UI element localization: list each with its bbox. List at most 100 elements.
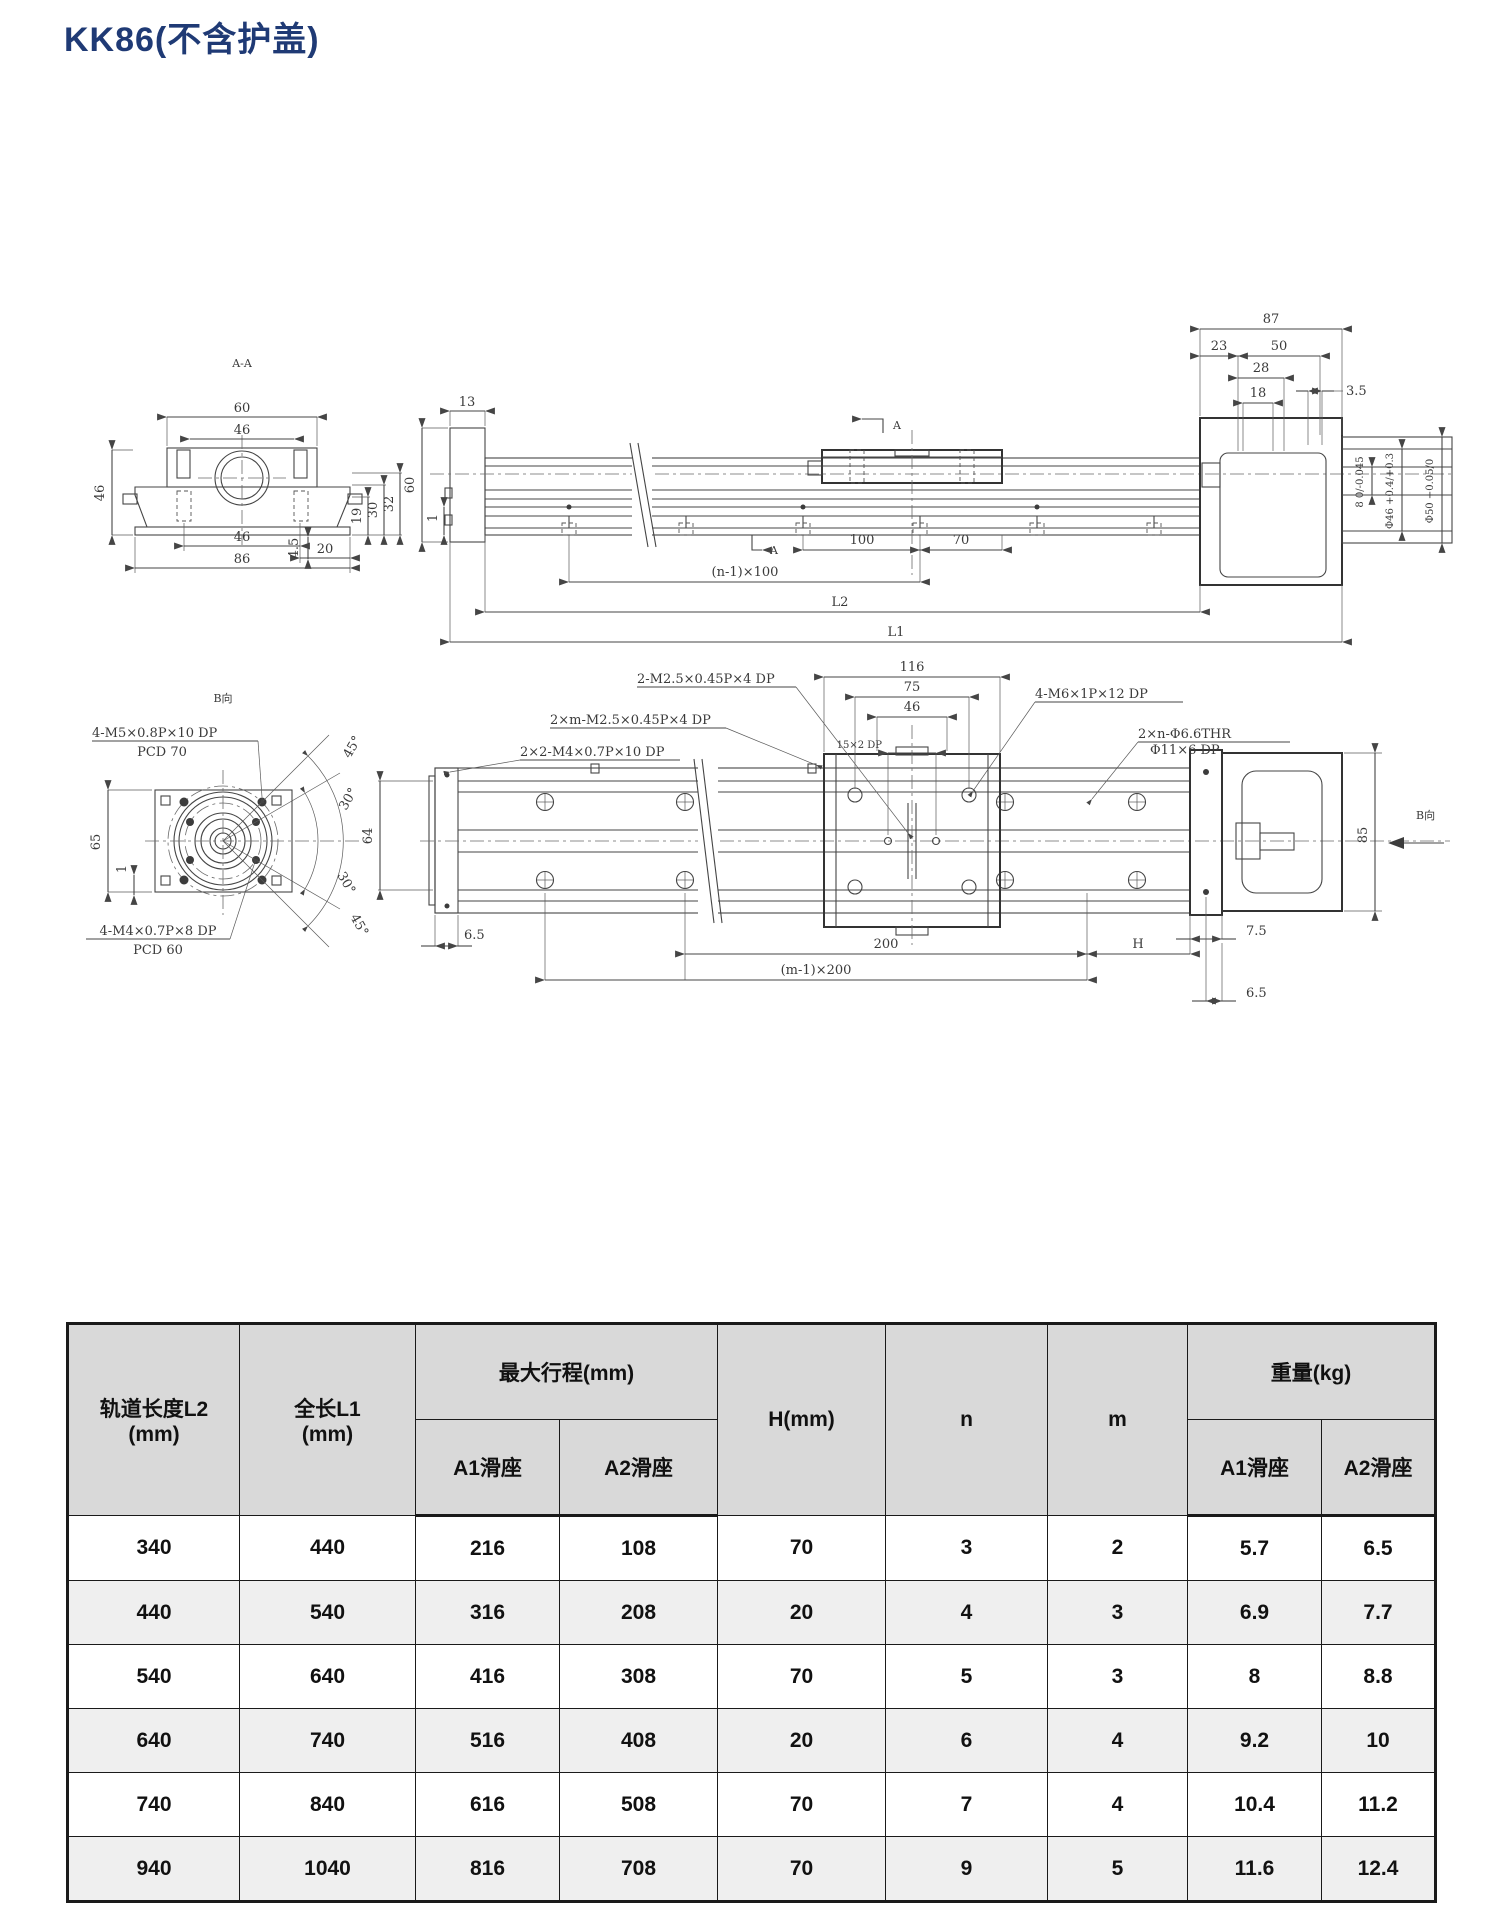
dim-plan-75: 75 bbox=[904, 680, 921, 695]
header-max-stroke-group: 最大行程(mm) bbox=[415, 1323, 718, 1420]
dim-aa-46-rail: 46 bbox=[234, 530, 251, 545]
table-cell: 340 bbox=[67, 1515, 240, 1581]
dim-plan-7-5: 7.5 bbox=[1246, 924, 1267, 939]
table-cell: 740 bbox=[67, 1772, 240, 1837]
table-cell: 6.9 bbox=[1187, 1580, 1322, 1645]
dim-aa-86: 86 bbox=[234, 552, 251, 567]
table-cell: 416 bbox=[415, 1644, 560, 1709]
dim-motor-23: 23 bbox=[1211, 339, 1228, 354]
table-cell: 816 bbox=[415, 1836, 560, 1902]
view-section-aa: A-A 60 46 46 bbox=[93, 357, 404, 573]
label-pcd70: PCD 70 bbox=[137, 745, 187, 760]
dim-plan-h: H bbox=[1132, 937, 1143, 952]
dim-plan-6-5-left: 6.5 bbox=[464, 928, 485, 943]
dim-motor-50: 50 bbox=[1271, 339, 1288, 354]
table-cell: 940 bbox=[67, 1836, 240, 1902]
table-cell: 4 bbox=[885, 1580, 1048, 1645]
table-cell: 308 bbox=[559, 1644, 718, 1709]
dim-aa-32: 32 bbox=[382, 496, 397, 513]
table-cell: 9 bbox=[885, 1836, 1048, 1902]
table-cell: 5 bbox=[885, 1644, 1048, 1709]
table-cell: 4 bbox=[1047, 1708, 1188, 1773]
table-cell: 540 bbox=[239, 1580, 416, 1645]
dim-motor-28: 28 bbox=[1253, 361, 1270, 376]
view-b-arrow-label: B向 bbox=[1416, 808, 1435, 822]
table-cell: 408 bbox=[559, 1708, 718, 1773]
header-rail-length-l2: 轨道长度L2 (mm) bbox=[67, 1323, 240, 1516]
dim-aa-20: 20 bbox=[317, 542, 334, 557]
dim-plan-15x2: 15×2 DP bbox=[837, 740, 883, 751]
dim-side-1: 1 bbox=[426, 514, 441, 522]
header-n: n bbox=[885, 1323, 1048, 1516]
table-cell: 9.2 bbox=[1187, 1708, 1322, 1773]
dim-motor-87: 87 bbox=[1263, 312, 1280, 327]
dim-aa-46-height: 46 bbox=[93, 485, 108, 502]
table-cell: 708 bbox=[559, 1836, 718, 1902]
dim-angle-45-top: 45° bbox=[340, 734, 365, 761]
view-b-label: B向 bbox=[213, 691, 232, 705]
dim-flange-65: 65 bbox=[89, 834, 104, 851]
table-cell: 70 bbox=[717, 1836, 886, 1902]
label-tap-2m25: 2-M2.5×0.45P×4 DP bbox=[637, 672, 775, 687]
dim-plan-116: 116 bbox=[900, 660, 925, 675]
dim-aa-60: 60 bbox=[234, 401, 251, 416]
section-mark-a-bottom: A bbox=[769, 544, 779, 557]
label-tap-m4: 4-M4×0.7P×8 DP bbox=[99, 924, 216, 939]
dim-aa-46-bolts: 46 bbox=[234, 423, 251, 438]
dim-motor-d50: Φ50 +0.05/0 bbox=[1425, 459, 1436, 523]
dim-side-100: 100 bbox=[850, 533, 875, 548]
table-cell: 3 bbox=[1047, 1580, 1188, 1645]
table-cell: 840 bbox=[239, 1772, 416, 1837]
table-cell: 640 bbox=[67, 1708, 240, 1773]
table-cell: 216 bbox=[415, 1515, 560, 1581]
dim-motor-3-5: 3.5 bbox=[1346, 384, 1367, 399]
dim-side-60: 60 bbox=[403, 477, 418, 494]
table-cell: 440 bbox=[239, 1515, 416, 1581]
technical-drawing: A-A 60 46 46 bbox=[86, 312, 1455, 1005]
header-weight-a1: A1滑座 bbox=[1187, 1419, 1322, 1517]
header-stroke-a1: A1滑座 bbox=[415, 1419, 560, 1517]
section-label: A-A bbox=[231, 357, 253, 370]
page-title: KK86(不含护盖) bbox=[64, 21, 320, 59]
rail-holes bbox=[535, 792, 1147, 890]
table-cell: 7.7 bbox=[1321, 1580, 1436, 1645]
carriage-side bbox=[807, 430, 1003, 575]
table-cell: 70 bbox=[717, 1772, 886, 1837]
table-cell: 6 bbox=[885, 1708, 1048, 1773]
dim-plan-6-5-right: 6.5 bbox=[1246, 986, 1267, 1001]
dim-flange-1: 1 bbox=[115, 865, 130, 873]
dim-aa-30: 30 bbox=[366, 502, 381, 519]
dim-side-l2: L2 bbox=[832, 595, 849, 610]
label-tap-2x2-m4: 2×2-M4×0.7P×10 DP bbox=[520, 745, 665, 760]
dim-angle-30-top: 30° bbox=[336, 786, 361, 813]
table-cell: 8.8 bbox=[1321, 1644, 1436, 1709]
view-side: A A 13 60 1 bbox=[403, 312, 1455, 646]
rail-mount-screws bbox=[561, 504, 1162, 536]
label-pcd60: PCD 60 bbox=[133, 943, 183, 958]
table-cell: 540 bbox=[67, 1644, 240, 1709]
dim-side-13: 13 bbox=[459, 395, 476, 410]
table-cell: 12.4 bbox=[1321, 1836, 1436, 1902]
dim-side-pitch-n: (n-1)×100 bbox=[712, 565, 779, 580]
header-total-length-l1: 全长L1 (mm) bbox=[239, 1323, 416, 1516]
spec-table: 轨道长度L2 (mm) 全长L1 (mm) 最大行程(mm) H(mm) n m… bbox=[66, 1322, 1437, 1903]
dim-side-l1: L1 bbox=[888, 625, 905, 640]
table-cell: 11.2 bbox=[1321, 1772, 1436, 1837]
table-cell: 508 bbox=[559, 1772, 718, 1837]
table-cell: 316 bbox=[415, 1580, 560, 1645]
dim-motor-18: 18 bbox=[1250, 386, 1267, 401]
table-cell: 4 bbox=[1047, 1772, 1188, 1837]
dim-aa-4-5: 4.5 bbox=[287, 538, 302, 559]
dim-plan-pitch-m: (m-1)×200 bbox=[781, 963, 852, 978]
table-cell: 6.5 bbox=[1321, 1515, 1436, 1581]
table-cell: 740 bbox=[239, 1708, 416, 1773]
table-cell: 616 bbox=[415, 1772, 560, 1837]
dim-plan-85: 85 bbox=[1356, 827, 1371, 844]
table-cell: 3 bbox=[885, 1515, 1048, 1581]
header-m: m bbox=[1047, 1323, 1188, 1516]
